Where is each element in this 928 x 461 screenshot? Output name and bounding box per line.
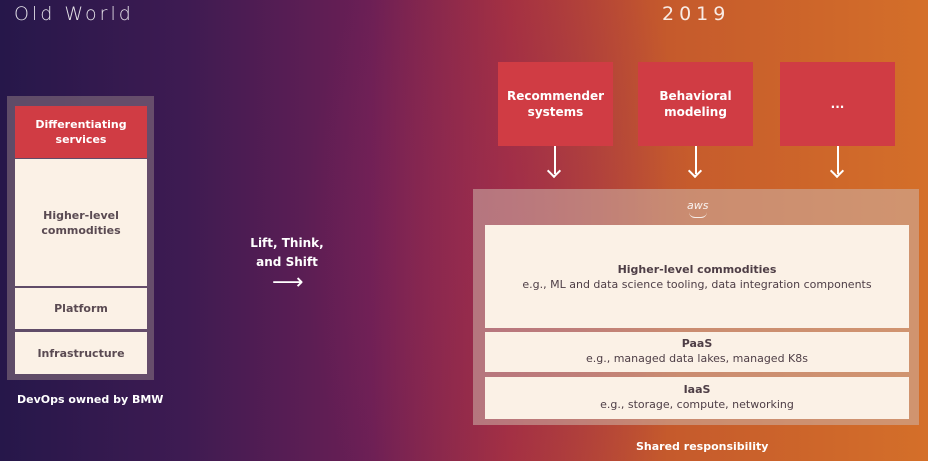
differentiating-services-box: Differentiating services — [15, 106, 147, 158]
higher-level-commodities-label: Higher-level commodities — [41, 208, 121, 237]
higher-level-commodities-box: Higher-level commodities — [15, 159, 147, 286]
shared-responsibility-caption: Shared responsibility — [636, 440, 769, 453]
higher-level-layer: Higher-level commodities e.g., ML and da… — [485, 225, 909, 328]
infrastructure-box: Infrastructure — [15, 332, 147, 374]
right-arrow-icon: ⟶ — [272, 270, 304, 295]
paas-layer: PaaS e.g., managed data lakes, managed K… — [485, 332, 909, 372]
behavioral-modeling-label: Behavioral modeling — [659, 89, 732, 119]
more-services-label: ... — [830, 97, 845, 111]
aws-logo: aws — [687, 199, 709, 212]
down-arrow-icon — [546, 146, 562, 179]
iaas-layer: IaaS e.g., storage, compute, networking — [485, 377, 909, 419]
behavioral-modeling-box: Behavioral modeling — [638, 62, 753, 146]
infrastructure-label: Infrastructure — [37, 346, 125, 360]
iaas-subtitle: e.g., storage, compute, networking — [600, 398, 794, 411]
recommender-systems-label: Recommender systems — [506, 89, 605, 119]
aws-smile-icon — [689, 212, 707, 218]
recommender-systems-box: Recommender systems — [498, 62, 613, 146]
devops-caption: DevOps owned by BMW — [17, 393, 164, 406]
higher-level-title: Higher-level commodities — [617, 263, 777, 276]
iaas-title: IaaS — [683, 383, 711, 396]
down-arrow-icon — [829, 146, 845, 179]
old-world-title: Old World — [14, 3, 134, 25]
platform-label: Platform — [54, 302, 108, 315]
year-title: 2019 — [662, 3, 731, 25]
platform-box: Platform — [15, 288, 147, 329]
lift-think-shift-label: Lift, Think, and Shift — [250, 236, 324, 269]
paas-subtitle: e.g., managed data lakes, managed K8s — [585, 352, 808, 365]
paas-title: PaaS — [681, 337, 713, 350]
higher-level-subtitle: e.g., ML and data science tooling, data … — [522, 278, 872, 291]
down-arrow-icon — [687, 146, 703, 179]
differentiating-services-label: Differentiating services — [35, 118, 127, 146]
more-services-box: ... — [780, 62, 895, 146]
